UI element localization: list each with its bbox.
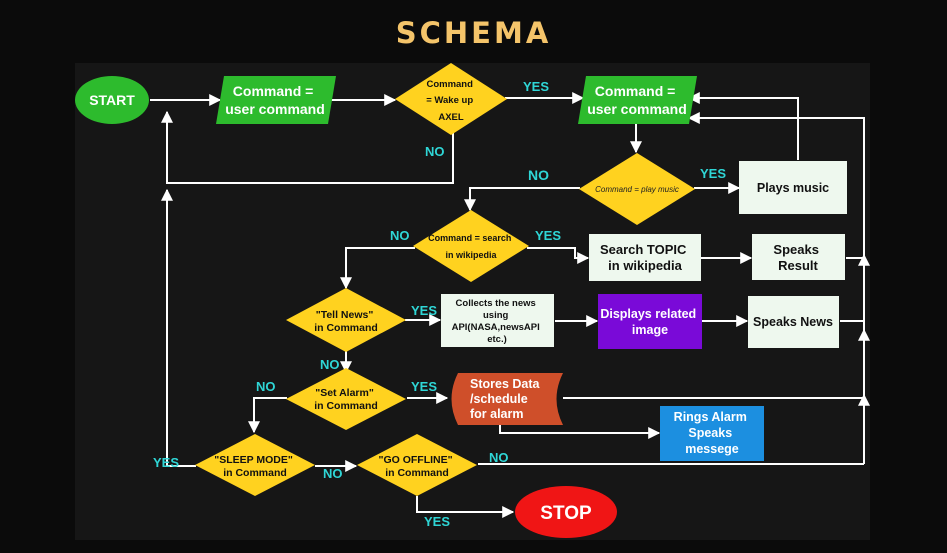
plays-music-box <box>739 161 847 214</box>
display-image-line2: image <box>632 323 668 337</box>
no-label-offline: NO <box>489 450 509 465</box>
edge-stores-rings <box>499 425 661 439</box>
command-input-2 <box>578 76 697 124</box>
collect-news-line3: API(NASA,newsAPI <box>452 322 540 333</box>
speaks-result-line2: Result <box>778 258 818 273</box>
go-offline-line2: in Command <box>385 467 449 479</box>
edge-wiki-yes <box>527 247 590 264</box>
wake-decision <box>395 63 507 135</box>
search-wikipedia-line1: Search TOPIC <box>600 242 687 257</box>
svg-text:Command = search in wikipe: Command = search in wikipedia <box>428 233 514 260</box>
tell-news-line2: in Command <box>314 322 378 334</box>
search-wikipedia-line2: in wikipedia <box>608 258 682 273</box>
stop-node <box>515 486 617 538</box>
yes-label-sleep: YES <box>153 455 179 470</box>
store-alarm-line3: for alarm <box>470 407 524 421</box>
connectors <box>150 92 870 518</box>
edge-alarm-no <box>248 397 287 434</box>
speaks-result-line1: Speaks <box>773 242 819 257</box>
no-label-play: NO <box>528 167 549 183</box>
no-label-news: NO <box>320 357 340 372</box>
svg-text:Stores Data /schedule: Stores Data /schedule for alarm <box>470 377 543 421</box>
rings-alarm-line2: Speaks <box>688 426 732 440</box>
no-label-alarm: NO <box>256 379 276 394</box>
command-input-1 <box>216 76 336 124</box>
tell-news-line1: "Tell News" <box>316 309 374 321</box>
command-input-1-line2: user command <box>225 101 325 117</box>
yes-label-offline: YES <box>424 514 450 529</box>
rings-alarm-line1: Rings Alarm <box>674 410 747 424</box>
search-wikipedia-box <box>589 234 701 281</box>
set-alarm-decision <box>286 368 406 430</box>
sleep-mode-line2: in Command <box>223 467 287 479</box>
yes-label-play: YES <box>700 166 726 181</box>
go-offline-line1: "GO OFFLINE" <box>378 454 452 466</box>
play-music-decision-label: Command = play music <box>595 185 679 194</box>
command-input-2-line2: user command <box>587 101 687 117</box>
speaks-news-box <box>748 296 839 348</box>
plays-music-label: Plays music <box>757 181 829 195</box>
go-offline-decision <box>357 434 477 496</box>
collect-news-line2: using <box>483 310 509 321</box>
svg-text:Search TOPIC in wikipedia: Search TOPIC in wikipedia <box>600 242 690 273</box>
sleep-mode-line1: "SLEEP MODE" <box>214 454 293 466</box>
display-image-box <box>598 294 702 349</box>
speaks-news-label: Speaks News <box>753 315 833 329</box>
store-alarm-line2: /schedule <box>470 392 528 406</box>
wikipedia-decision <box>413 210 529 282</box>
svg-text:"Tell News" in Command: "Tell News" in Command <box>314 309 378 334</box>
wake-decision-line2: = Wake up <box>426 95 473 106</box>
yes-label-wiki: YES <box>535 228 561 243</box>
no-label-sleep: NO <box>323 466 343 481</box>
svg-text:Displays related image: Displays related image <box>600 307 699 337</box>
play-music-decision <box>579 153 695 225</box>
speaks-result-box <box>752 234 845 280</box>
edge-music-back <box>687 92 799 160</box>
collect-news-box <box>441 294 554 347</box>
svg-text:Command = user command: Command = user command <box>225 83 325 117</box>
yes-label-news: YES <box>411 303 437 318</box>
store-alarm-line1: Stores Data <box>470 377 541 391</box>
no-label-wiki: NO <box>390 228 410 243</box>
start-label: START <box>89 92 135 108</box>
set-alarm-line1: "Set Alarm" <box>315 387 374 399</box>
sleep-mode-decision <box>195 434 315 496</box>
start-node <box>75 76 149 124</box>
rings-alarm-box <box>660 406 764 461</box>
svg-text:"SLEEP MODE" in Command: "SLEEP MODE" in Command <box>214 454 296 479</box>
yes-label-alarm: YES <box>411 379 437 394</box>
edge-wake-no-loop <box>161 110 454 184</box>
edge-play-no <box>464 187 580 212</box>
command-input-1-line1: Command = <box>233 83 314 99</box>
svg-text:Collects the news using: Collects the news using API(NASA,newsAPI… <box>452 298 543 345</box>
collect-news-line1: Collects the news <box>456 298 536 309</box>
svg-text:"GO OFFLINE" in Command: "GO OFFLINE" in Command <box>378 454 455 479</box>
no-label-wake: NO <box>425 144 445 159</box>
svg-text:"Set Alarm" in Command: "Set Alarm" in Command <box>314 387 378 412</box>
yes-label-wake: YES <box>523 79 549 94</box>
edge-offline-yes <box>416 496 515 518</box>
svg-text:Command = user command: Command = user command <box>587 83 687 117</box>
store-alarm-node <box>451 373 563 425</box>
wikipedia-decision-line1: Command = search <box>428 233 511 243</box>
command-input-2-line1: Command = <box>595 83 676 99</box>
tell-news-decision <box>286 288 406 352</box>
page-title: SCHEMA <box>395 16 552 50</box>
wake-decision-line1: Command <box>426 79 473 90</box>
stop-label: STOP <box>540 503 592 524</box>
wikipedia-decision-line2: in wikipedia <box>445 250 497 260</box>
collect-news-line4: etc.) <box>487 334 507 345</box>
edge-wiki-no <box>340 247 415 290</box>
set-alarm-line2: in Command <box>314 400 378 412</box>
svg-text:Rings Alarm Speaks mes: Rings Alarm Speaks messege <box>674 410 751 456</box>
display-image-line1: Displays related <box>600 307 696 321</box>
wake-decision-line3: AXEL <box>438 112 464 123</box>
svg-text:Speaks Result: Speaks Result <box>773 242 822 273</box>
edge-sleep-yes <box>161 188 196 467</box>
svg-text:Command = Wake up AXEL: Command = Wake up AXEL <box>426 79 476 123</box>
rings-alarm-line3: messege <box>685 442 739 456</box>
